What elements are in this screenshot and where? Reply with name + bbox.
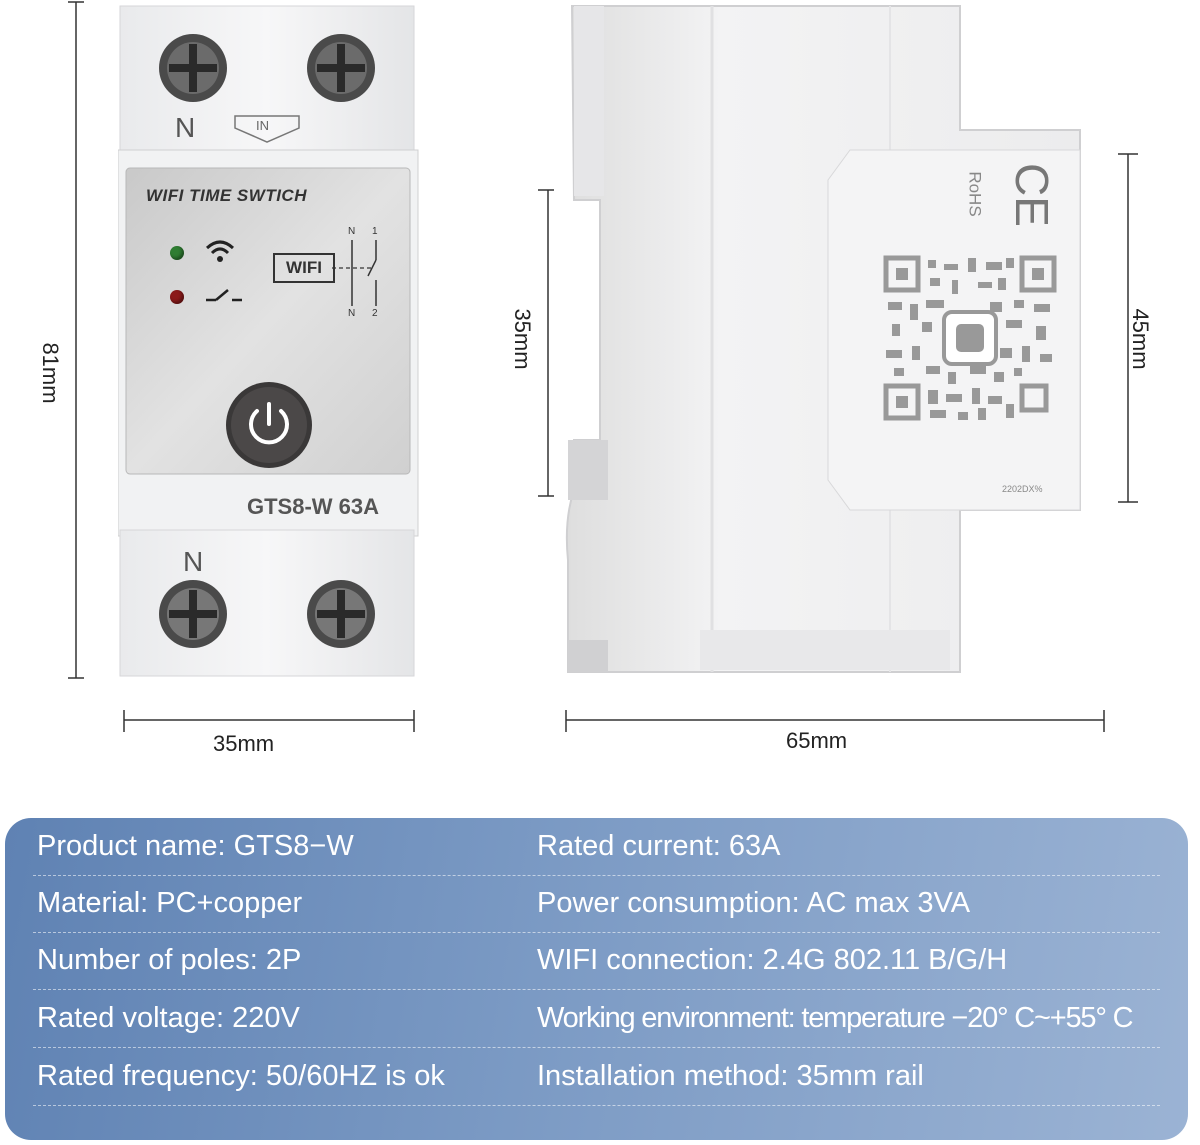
spec-row: Rated voltage: 220V Working environment:…	[5, 990, 1188, 1048]
row-divider	[33, 989, 1160, 990]
bottom-neutral-label: N	[183, 546, 204, 577]
diagram-n-top: N	[348, 226, 356, 237]
diagram-2-bottom: 2	[372, 308, 378, 319]
in-label: IN	[256, 118, 269, 133]
device-title: WIFI TIME SWTICH	[146, 186, 307, 205]
diagram-n-bottom: N	[348, 308, 356, 319]
spec-rated-current: Rated current: 63A	[537, 830, 781, 862]
top-left-screw-icon	[159, 34, 227, 102]
side-width-dimension-line	[565, 710, 1105, 732]
spec-wifi-connection: WIFI connection: 2.4G 802.11 B/G/H	[537, 944, 1008, 976]
spec-row: Material: PC+copper Power consumption: A…	[5, 875, 1188, 933]
power-button[interactable]	[224, 380, 314, 470]
wifi-icon	[205, 240, 235, 262]
bottom-left-screw-icon	[159, 580, 227, 648]
qr-code	[882, 254, 1058, 424]
spec-row: Number of poles: 2P WIFI connection: 2.4…	[5, 932, 1188, 990]
side-width-label: 65mm	[786, 728, 848, 753]
green-status-led	[170, 246, 184, 260]
side-right-height-label: 45mm	[1128, 308, 1153, 370]
side-left-height-label: 35mm	[510, 308, 535, 370]
switch-symbol-icon	[206, 289, 242, 302]
top-right-screw-icon	[307, 34, 375, 102]
front-width-label: 35mm	[213, 731, 275, 756]
circuit-diagram	[332, 240, 377, 306]
bottom-right-screw-icon	[307, 580, 375, 648]
spec-working-environment: Working environment: temperature −20° C~…	[537, 1002, 1134, 1034]
spec-rated-voltage: Rated voltage: 220V	[37, 1002, 300, 1034]
row-divider	[33, 875, 1160, 876]
row-divider	[33, 1047, 1160, 1048]
spec-row: Product name: GTS8−W Rated current: 63A	[5, 818, 1188, 876]
side-right-dimension-line	[1118, 153, 1138, 503]
height-dimension-line	[68, 1, 84, 679]
diagram-1-top: 1	[372, 226, 378, 237]
width-dimension-line	[123, 710, 415, 732]
spec-poles: Number of poles: 2P	[37, 944, 302, 976]
spec-installation-method: Installation method: 35mm rail	[537, 1060, 924, 1092]
in-arrow-icon	[234, 115, 300, 143]
spec-material: Material: PC+copper	[37, 887, 303, 919]
row-divider	[33, 1105, 1160, 1106]
row-divider	[33, 932, 1160, 933]
top-neutral-label: N	[175, 112, 196, 143]
ce-mark: CE	[1005, 163, 1058, 227]
spec-rated-frequency: Rated frequency: 50/60HZ is ok	[37, 1060, 445, 1092]
side-left-dimension-line	[538, 189, 554, 497]
red-status-led	[170, 290, 184, 304]
spec-panel: Product name: GTS8−W Rated current: 63A …	[5, 818, 1188, 1140]
wifi-module-box: WIFI	[273, 253, 335, 283]
spec-power-consumption: Power consumption: AC max 3VA	[537, 887, 971, 919]
rohs-mark: RoHS	[965, 171, 985, 217]
spec-row: Rated frequency: 50/60HZ is ok Installat…	[5, 1048, 1188, 1106]
front-height-label: 81mm	[38, 342, 63, 404]
spec-product-name: Product name: GTS8−W	[37, 830, 354, 862]
serial-label: 2202DX%	[1002, 484, 1043, 494]
model-label: GTS8-W 63A	[247, 494, 380, 519]
